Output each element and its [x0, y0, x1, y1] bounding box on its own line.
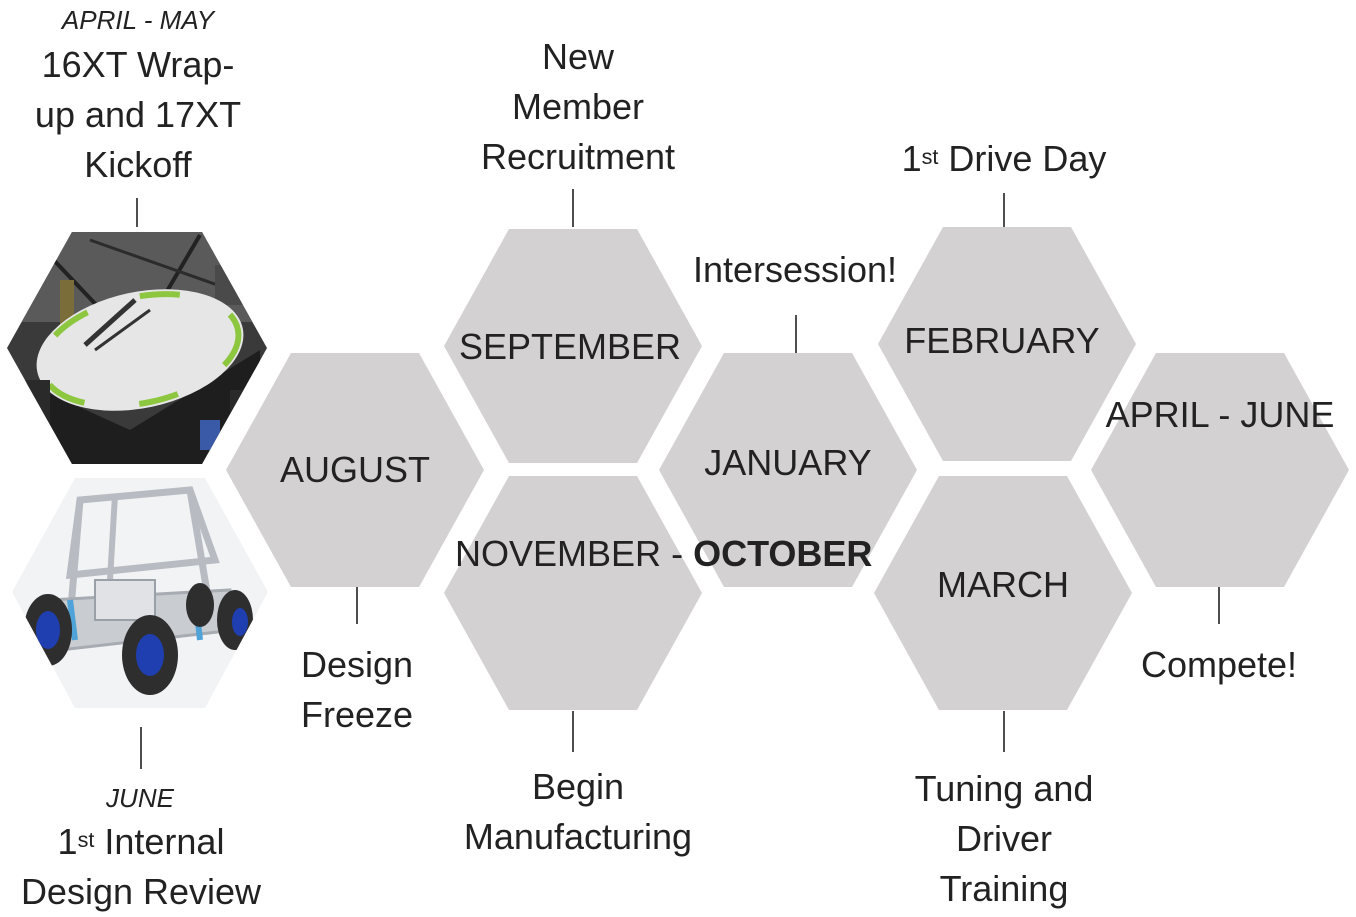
hexagon-february: [878, 227, 1136, 461]
hexagon-april-june: [1091, 353, 1349, 587]
hex-label-february: FEBRUARY: [904, 320, 1100, 361]
hexagon-september: [444, 229, 702, 463]
month-hexagons: [226, 227, 1349, 710]
compete-label: Compete!: [1140, 644, 1298, 685]
design-freeze-label: Design Freeze: [300, 644, 414, 735]
hex-label-nov-oct: NOVEMBER - OCTOBER: [455, 533, 873, 574]
hex-label-march: MARCH: [937, 564, 1069, 605]
tuning-driver-training-label: Tuning and Driver Training: [914, 768, 1094, 909]
hexagon-nov-oct: [444, 476, 702, 710]
hex-label-august: AUGUST: [279, 449, 430, 490]
hexagon-january: [659, 353, 917, 587]
intersession-label: Intersession!: [692, 249, 898, 290]
june-period-label: JUNE: [106, 783, 174, 813]
hex-label-april-june: APRIL - JUNE: [1105, 394, 1335, 435]
offroad-car-cad-render: [12, 478, 268, 708]
connector-lines: [136, 189, 1220, 769]
workshop-fabrication-photo: [7, 232, 267, 464]
hex-label-september: SEPTEMBER: [458, 326, 682, 367]
new-member-recruitment-label: New Member Recruitment: [480, 36, 676, 177]
hexagon-august: [226, 353, 484, 587]
june-event-label: 1st Internal Design Review: [20, 821, 262, 912]
begin-manufacturing-label: Begin Manufacturing: [463, 766, 693, 857]
drive-day-label: 1st Drive Day: [901, 138, 1107, 179]
hexagon-march: [874, 476, 1132, 710]
hex-label-january: JANUARY: [704, 442, 872, 483]
april-may-event-label: 16XT Wrap- up and 17XT Kickoff: [34, 44, 242, 185]
april-may-period-label: APRIL - MAY: [61, 5, 215, 35]
